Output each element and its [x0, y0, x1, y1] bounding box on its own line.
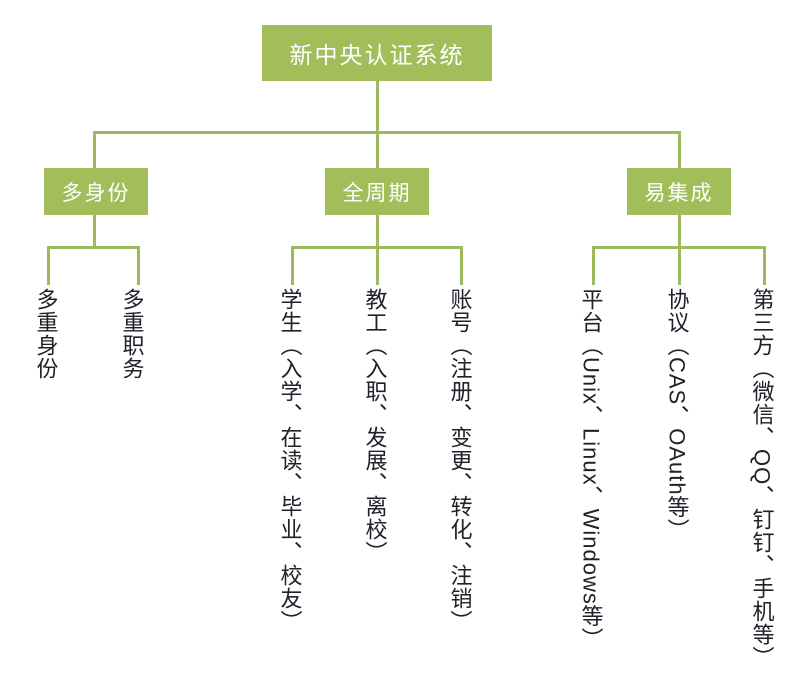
branch-node-label-2: 易集成 — [644, 181, 714, 205]
connector-branch2-drop-0 — [592, 246, 595, 285]
connector-level2-bar — [93, 131, 681, 134]
root-node-new-central-auth-system[interactable]: 新中央认证系统 — [262, 25, 492, 81]
connector-level2-drop-1 — [376, 131, 379, 169]
leaf-label-platform-support: 平台（Unix、Linux、Windows等） — [578, 288, 604, 651]
connector-branch1-drop-1 — [376, 246, 379, 285]
connector-branch2-drop-1 — [678, 246, 681, 285]
leaf-label-account-lifecycle: 账号（注册、变更、转化、注销） — [447, 288, 473, 633]
leaf-label-protocol-support: 协议（CAS、OAuth等） — [664, 288, 690, 542]
connector-branch2-stem — [678, 215, 681, 248]
connector-branch0-bar — [47, 246, 140, 249]
leaf-label-third-party-support: 第三方（微信、QQ、钉钉、手机等） — [749, 288, 775, 670]
connector-branch1-stem — [376, 215, 379, 248]
connector-branch0-drop-1 — [137, 246, 140, 285]
connector-branch0-stem — [93, 215, 96, 248]
branch-node-label-0: 多身份 — [61, 181, 131, 205]
connector-level2-drop-0 — [93, 131, 96, 169]
leaf-label-multi-role-identity: 多重身份 — [33, 288, 59, 380]
connector-branch0-drop-0 — [47, 246, 50, 285]
connector-root-stem — [376, 81, 379, 132]
leaf-label-staff-lifecycle: 教工（入职、发展、离校） — [362, 288, 388, 564]
leaf-label-student-lifecycle: 学生（入学、在读、毕业、校友） — [277, 288, 303, 633]
root-node-label: 新中央认证系统 — [289, 42, 465, 68]
connector-branch1-drop-0 — [291, 246, 294, 285]
branch-node-label-1: 全周期 — [342, 181, 412, 205]
leaf-label-multi-role-duty: 多重职务 — [119, 288, 145, 380]
branch-node-multi-identity[interactable]: 多身份 — [44, 168, 148, 215]
connector-branch2-drop-2 — [763, 246, 766, 285]
connector-level2-drop-2 — [678, 131, 681, 169]
connector-branch1-drop-2 — [460, 246, 463, 285]
branch-node-easy-integration[interactable]: 易集成 — [627, 168, 731, 215]
branch-node-full-lifecycle[interactable]: 全周期 — [325, 168, 429, 215]
